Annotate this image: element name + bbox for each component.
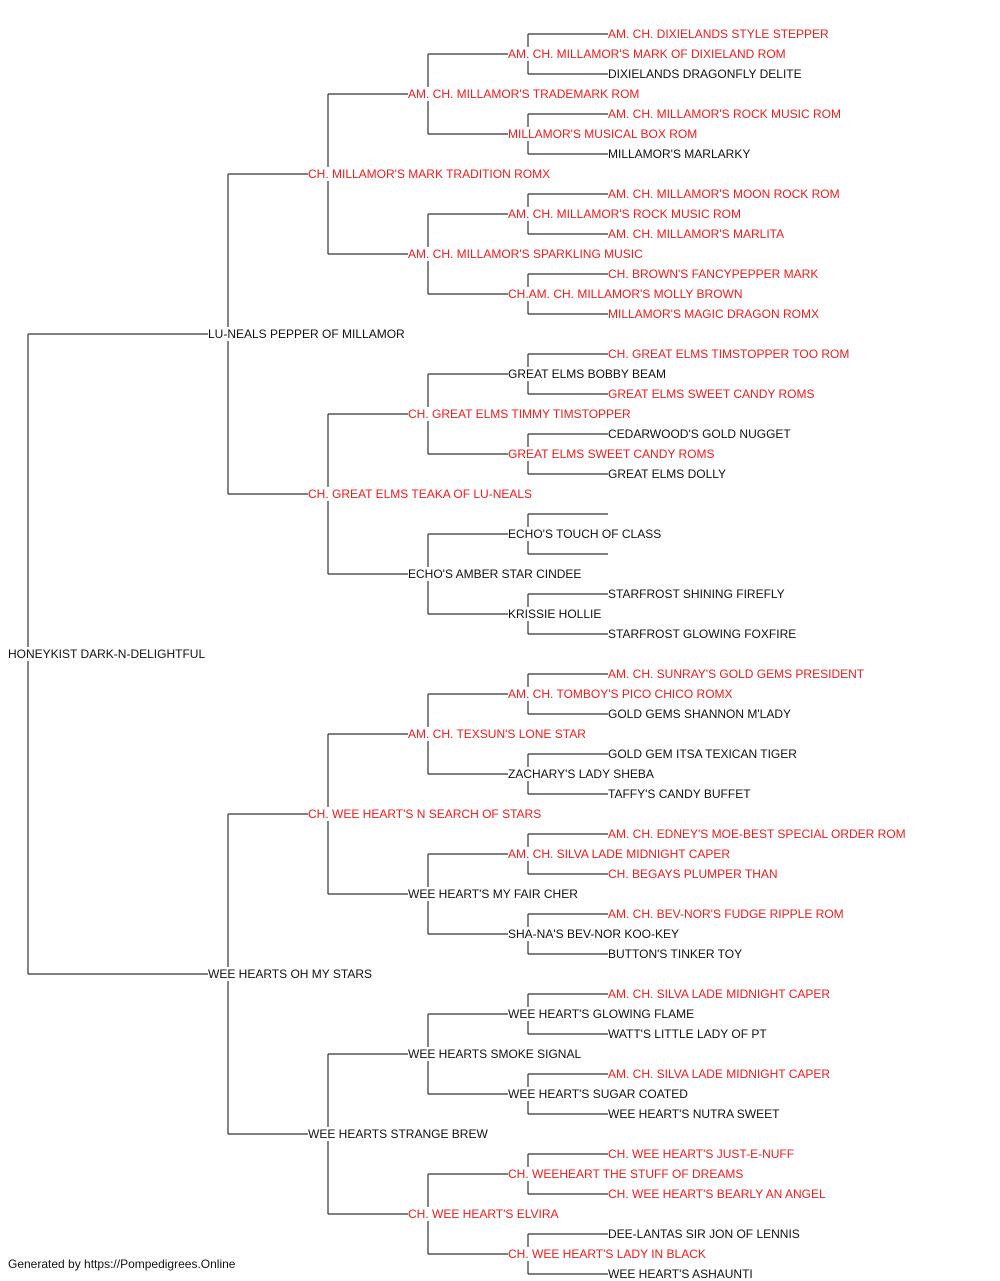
ancestor-name-gen6: CEDARWOOD'S GOLD NUGGET <box>608 427 791 441</box>
ancestor-name-gen3: CH. MILLAMOR'S MARK TRADITION ROMX <box>308 167 551 181</box>
ancestor-name-gen4: AM. CH. TEXSUN'S LONE STAR <box>408 727 586 741</box>
ancestor-name-gen6: AM. CH. SILVA LADE MIDNIGHT CAPER <box>608 1067 831 1081</box>
ancestor-name-gen6: DEE-LANTAS SIR JON OF LENNIS <box>608 1227 800 1241</box>
ancestor-name-gen6: GREAT ELMS DOLLY <box>608 467 727 481</box>
ancestor-name-gen5: WEE HEART'S GLOWING FLAME <box>508 1007 695 1021</box>
ancestor-name-gen6: DIXIELANDS DRAGONFLY DELITE <box>608 67 802 81</box>
ancestor-name-gen4: CH. WEE HEART'S ELVIRA <box>408 1207 559 1221</box>
ancestor-name-gen6: CH. WEE HEART'S BEARLY AN ANGEL <box>608 1187 826 1201</box>
ancestor-name-gen5: CH.AM. CH. MILLAMOR'S MOLLY BROWN <box>508 287 743 301</box>
subject-name: HONEYKIST DARK-N-DELIGHTFUL <box>8 647 206 661</box>
ancestor-name-gen5: GREAT ELMS BOBBY BEAM <box>508 367 667 381</box>
ancestor-name-gen6: AM. CH. BEV-NOR'S FUDGE RIPPLE ROM <box>608 907 844 921</box>
ancestor-name-gen3: CH. GREAT ELMS TEAKA OF LU-NEALS <box>308 487 533 501</box>
sire-name: LU-NEALS PEPPER OF MILLAMOR <box>208 327 405 341</box>
dam-name: WEE HEARTS OH MY STARS <box>208 967 373 981</box>
ancestor-name-gen6: AM. CH. MILLAMOR'S MOON ROCK ROM <box>608 187 840 201</box>
ancestor-name-gen5: CH. WEE HEART'S LADY IN BLACK <box>508 1247 706 1261</box>
ancestor-name-gen6: WATT'S LITTLE LADY OF PT <box>608 1027 767 1041</box>
ancestor-name-gen6: CH. GREAT ELMS TIMSTOPPER TOO ROM <box>608 347 850 361</box>
ancestor-name-gen6: WEE HEART'S NUTRA SWEET <box>608 1107 780 1121</box>
ancestor-name-gen6: STARFROST GLOWING FOXFIRE <box>608 627 797 641</box>
ancestor-name-gen6: GOLD GEM ITSA TEXICAN TIGER <box>608 747 797 761</box>
ancestor-name-gen4: AM. CH. MILLAMOR'S SPARKLING MUSIC <box>408 247 643 261</box>
ancestor-name-gen4: ECHO'S AMBER STAR CINDEE <box>408 567 582 581</box>
ancestor-name-gen5: ZACHARY'S LADY SHEBA <box>508 767 654 781</box>
ancestor-name-gen6: AM. CH. SUNRAY'S GOLD GEMS PRESIDENT <box>608 667 865 681</box>
ancestor-name-gen6: AM. CH. EDNEY'S MOE-BEST SPECIAL ORDER R… <box>608 827 906 841</box>
ancestor-name-gen5: ECHO'S TOUCH OF CLASS <box>508 527 662 541</box>
ancestor-name-gen3: WEE HEARTS STRANGE BREW <box>308 1127 488 1141</box>
ancestor-name-gen6: WEE HEART'S ASHAUNTI <box>608 1267 753 1281</box>
ancestor-name-gen6: MILLAMOR'S MARLARKY <box>608 147 751 161</box>
ancestor-name-gen5: AM. CH. SILVA LADE MIDNIGHT CAPER <box>508 847 731 861</box>
ancestor-name-gen5: GREAT ELMS SWEET CANDY ROMS <box>508 447 715 461</box>
ancestor-name-gen6: MILLAMOR'S MAGIC DRAGON ROMX <box>608 307 819 321</box>
ancestor-name-gen4: CH. GREAT ELMS TIMMY TIMSTOPPER <box>408 407 631 421</box>
ancestor-name-gen6: GREAT ELMS SWEET CANDY ROMS <box>608 387 815 401</box>
ancestor-name-gen6: AM. CH. MILLAMOR'S MARLITA <box>608 227 785 241</box>
ancestor-name-gen3: CH. WEE HEART'S N SEARCH OF STARS <box>308 807 542 821</box>
ancestor-name-gen6: AM. CH. MILLAMOR'S ROCK MUSIC ROM <box>608 107 841 121</box>
ancestor-name-gen5: CH. WEEHEART THE STUFF OF DREAMS <box>508 1167 744 1181</box>
ancestor-name-gen5: AM. CH. TOMBOY'S PICO CHICO ROMX <box>508 687 733 701</box>
ancestor-name-gen6: CH. WEE HEART'S JUST-E-NUFF <box>608 1147 795 1161</box>
ancestor-name-gen4: WEE HEARTS SMOKE SIGNAL <box>408 1047 582 1061</box>
ancestor-name-gen6: AM. CH. SILVA LADE MIDNIGHT CAPER <box>608 987 831 1001</box>
ancestor-name-gen6: AM. CH. DIXIELANDS STYLE STEPPER <box>608 27 829 41</box>
ancestor-name-gen5: KRISSIE HOLLIE <box>508 607 602 621</box>
ancestor-name-gen6: CH. BEGAYS PLUMPER THAN <box>608 867 778 881</box>
ancestor-name-gen6: CH. BROWN'S FANCYPEPPER MARK <box>608 267 819 281</box>
ancestor-name-gen6: STARFROST SHINING FIREFLY <box>608 587 785 601</box>
ancestor-name-gen5: WEE HEART'S SUGAR COATED <box>508 1087 688 1101</box>
ancestor-name-gen5: AM. CH. MILLAMOR'S ROCK MUSIC ROM <box>508 207 741 221</box>
ancestor-name-gen4: WEE HEART'S MY FAIR CHER <box>408 887 578 901</box>
ancestor-name-gen5: SHA-NA'S BEV-NOR KOO-KEY <box>508 927 679 941</box>
footer-credit: Generated by https://Pompedigrees.Online <box>8 1257 236 1271</box>
ancestor-name-gen4: AM. CH. MILLAMOR'S TRADEMARK ROM <box>408 87 640 101</box>
ancestor-name-gen5: MILLAMOR'S MUSICAL BOX ROM <box>508 127 698 141</box>
ancestor-name-gen6: TAFFY'S CANDY BUFFET <box>608 787 751 801</box>
ancestor-name-gen6: GOLD GEMS SHANNON M'LADY <box>608 707 791 721</box>
ancestor-name-gen6: BUTTON'S TINKER TOY <box>608 947 743 961</box>
ancestor-name-gen5: AM. CH. MILLAMOR'S MARK OF DIXIELAND ROM <box>508 47 786 61</box>
